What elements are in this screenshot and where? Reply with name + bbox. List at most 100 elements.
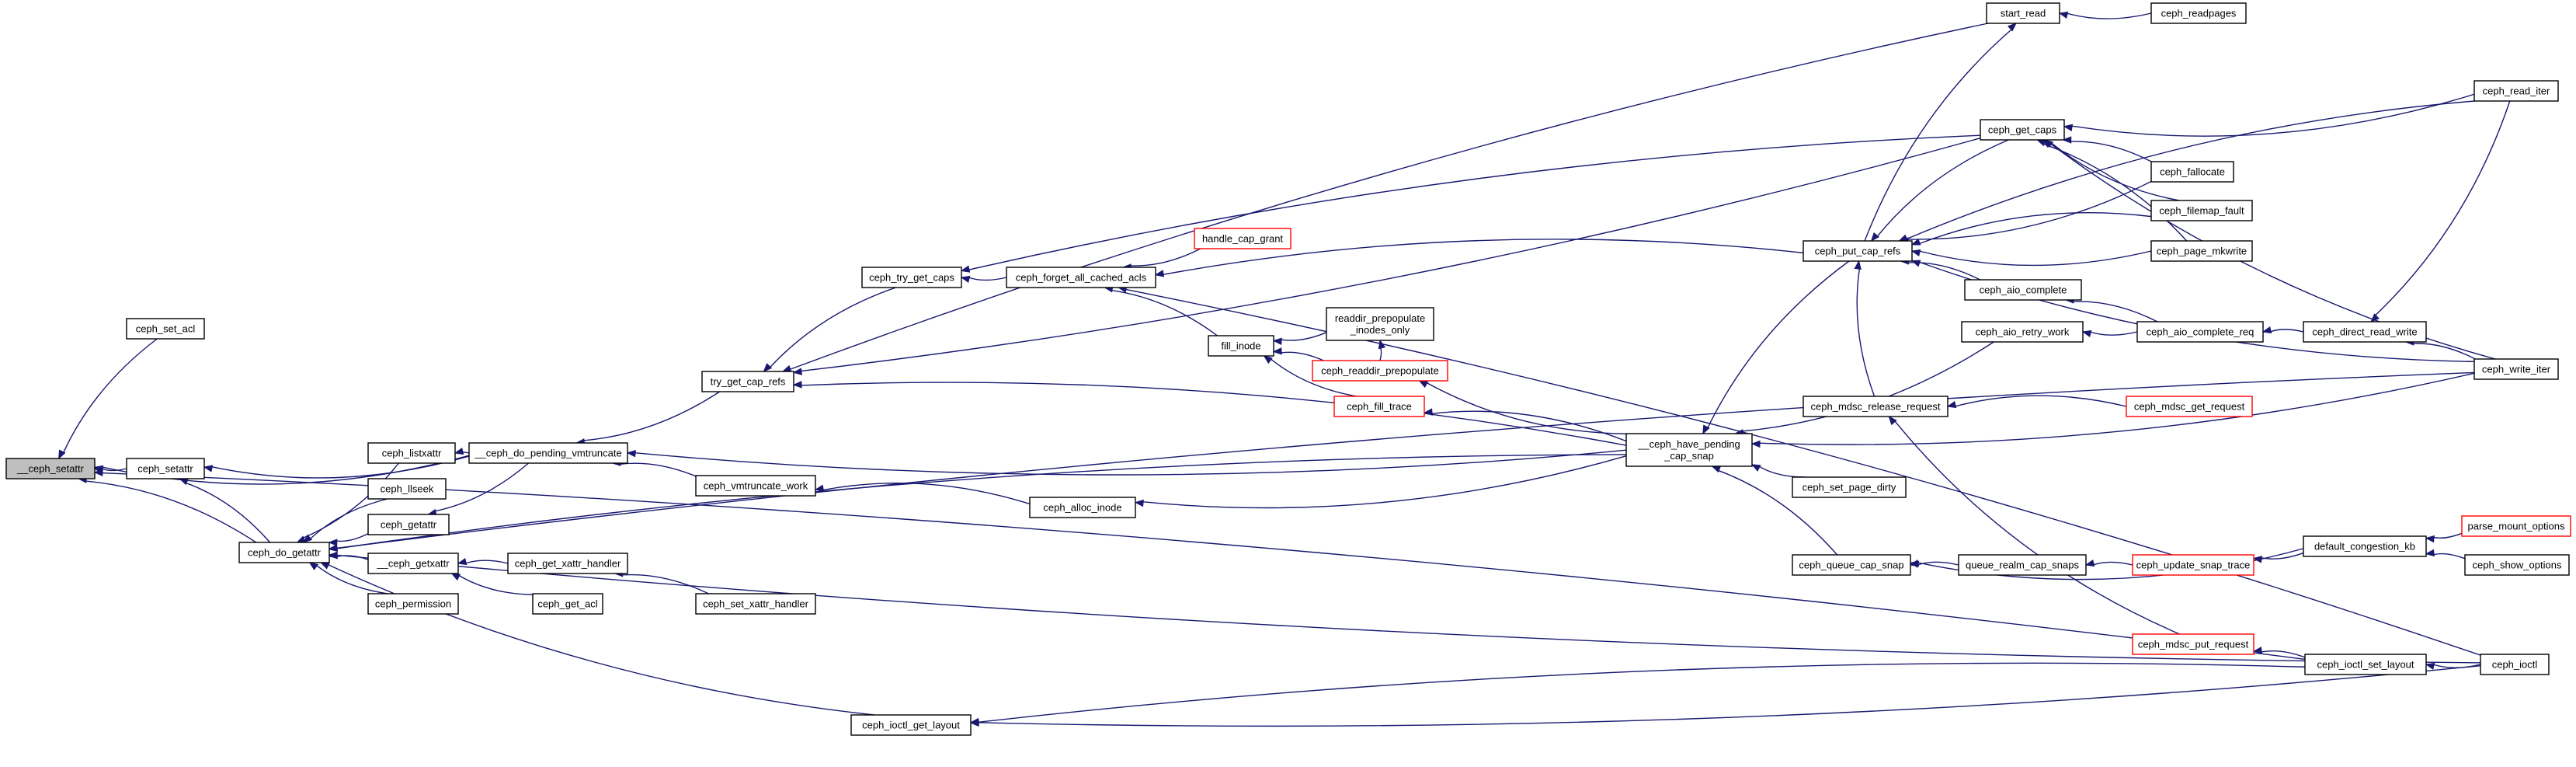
call-edge [328, 533, 369, 546]
call-edge [2084, 559, 2133, 567]
node-label: ceph_read_iter [2483, 85, 2550, 97]
node-ceph-permission[interactable]: ceph_permission [367, 593, 459, 615]
node-ceph-page-mkwrite[interactable]: ceph_page_mkwrite [2150, 240, 2253, 262]
node-ceph-show-options[interactable]: ceph_show_options [2464, 554, 2570, 576]
node-ceph-filemap-fault[interactable]: ceph_filemap_fault [2150, 200, 2253, 221]
node-ceph-put-cap-refs[interactable]: ceph_put_cap_refs [1803, 240, 1913, 262]
node-ceph-setattr[interactable]: ceph_setattr [126, 458, 205, 479]
node-default-congestion-kb[interactable]: default_congestion_kb [2303, 535, 2427, 557]
node-ceph-do-pending-vmtruncate[interactable]: __ceph_do_pending_vmtruncate [468, 442, 628, 464]
node-readdir-prepopulate-inodes-only[interactable]: readdir_prepopulate_inodes_only [1326, 307, 1434, 341]
node-try-get-cap-refs[interactable]: try_get_cap_refs [701, 371, 794, 392]
call-edges [58, 11, 2511, 727]
call-edge [328, 371, 2475, 552]
call-edge [814, 483, 1031, 505]
node-ceph-queue-cap-snap[interactable]: ceph_queue_cap_snap [1792, 554, 1911, 576]
node-ceph-readpages[interactable]: ceph_readpages [2150, 2, 2247, 24]
call-edge [1733, 341, 1994, 437]
node-label: ceph_vmtruncate_work [704, 480, 808, 492]
node-ceph-read-iter[interactable]: ceph_read_iter [2473, 80, 2559, 102]
call-edge [2252, 552, 2304, 563]
call-edge [2035, 139, 2188, 242]
node-queue-realm-cap-snaps[interactable]: queue_realm_cap_snaps [1958, 554, 2087, 576]
node-ceph-get-xattr-handler[interactable]: ceph_get_xattr_handler [507, 553, 628, 574]
call-edge [2058, 11, 2152, 19]
node-ceph-ioctl[interactable]: ceph_ioctl [2480, 654, 2550, 675]
node-ceph-update-snap-trace[interactable]: ceph_update_snap_trace [2132, 554, 2254, 576]
node-ceph-getattr[interactable]: ceph_getattr [367, 514, 450, 535]
node-label: ceph_filemap_fault [2159, 205, 2244, 217]
call-edge [1870, 139, 2009, 242]
node-ceph-have-pending-cap-snap[interactable]: __ceph_have_pending_cap_snap [1625, 433, 1753, 467]
node-ceph-do-getattr[interactable]: ceph_do_getattr [238, 542, 330, 563]
node-ceph-llseek[interactable]: ceph_llseek [367, 478, 447, 500]
node-ceph-mdsc-put-request[interactable]: ceph_mdsc_put_request [2132, 633, 2254, 655]
node-label: handle_cap_grant [1202, 233, 1283, 245]
node-label: ceph_mdsc_put_request [2138, 639, 2249, 650]
call-edge [1418, 380, 1627, 434]
node-label: try_get_cap_refs [711, 376, 786, 388]
node-fill-inode[interactable]: fill_inode [1208, 335, 1274, 357]
node-ceph-fallocate[interactable]: ceph_fallocate [2150, 161, 2234, 183]
node-ceph-vmtruncate-work[interactable]: ceph_vmtruncate_work [695, 475, 816, 497]
call-edge [1272, 332, 1327, 345]
call-edge [320, 562, 874, 716]
call-edge [1864, 23, 2017, 242]
node-label: __ceph_getxattr [376, 558, 450, 570]
node-ceph-write-iter[interactable]: ceph_write_iter [2473, 358, 2559, 380]
call-edge [1854, 260, 1876, 397]
node-ceph-ioctl-get-layout[interactable]: ceph_ioctl_get_layout [850, 714, 972, 736]
node-ceph-aio-retry-work[interactable]: ceph_aio_retry_work [1961, 321, 2084, 343]
node-ceph-set-page-dirty[interactable]: ceph_set_page_dirty [1792, 476, 1907, 498]
node-ceph-forget-all-cached-acls[interactable]: ceph_forget_all_cached_acls [1006, 267, 1156, 288]
call-edge [969, 664, 2481, 727]
call-edge [2081, 329, 2138, 338]
node-parse-mount-options[interactable]: parse_mount_options [2461, 515, 2571, 537]
call-edge [203, 455, 470, 479]
node-ceph-mdsc-get-request[interactable]: ceph_mdsc_get_request [2126, 396, 2253, 417]
node-label: start_read [2001, 8, 2046, 19]
call-edge [1946, 395, 2127, 409]
call-edge [1263, 355, 1357, 397]
node-label: ceph_show_options [2473, 560, 2562, 571]
call-edge [763, 287, 896, 372]
node-label: ceph_get_xattr_handler [515, 558, 621, 570]
call-edge [1423, 408, 1627, 442]
call-edge [2063, 93, 2475, 137]
node-label: __ceph_have_pending_cap_snap [1637, 438, 1740, 462]
node-start-read[interactable]: start_read [1986, 2, 2060, 24]
call-edge [58, 338, 158, 460]
call-edge [1888, 415, 2180, 635]
node-ceph-aio-complete-req[interactable]: ceph_aio_complete_req [2136, 321, 2264, 343]
call-edge [2425, 532, 2463, 543]
node-ceph-ioctl-set-layout[interactable]: ceph_ioctl_set_layout [2304, 654, 2427, 675]
node-label: ceph_getattr [381, 519, 437, 531]
node-ceph-set-xattr-handler[interactable]: ceph_set_xattr_handler [695, 593, 816, 615]
node-ceph-get-acl[interactable]: ceph_get_acl [532, 593, 603, 615]
node-label: ceph_forget_all_cached_acls [1016, 272, 1147, 284]
node-ceph-setattr-root[interactable]: __ceph_setattr [5, 458, 96, 479]
node-ceph-mdsc-release-request[interactable]: ceph_mdsc_release_request [1803, 396, 1949, 417]
node-ceph-set-acl[interactable]: ceph_set_acl [126, 318, 205, 340]
node-ceph-getxattr-private[interactable]: __ceph_getxattr [367, 553, 459, 574]
call-edge [1104, 285, 1218, 336]
node-ceph-aio-complete[interactable]: ceph_aio_complete [1964, 279, 2082, 301]
call-edge [179, 478, 271, 543]
node-label: ceph_readdir_prepopulate [1321, 365, 1439, 377]
node-handle-cap-grant[interactable]: handle_cap_grant [1194, 228, 1291, 249]
node-label: ceph_set_xattr_handler [703, 598, 809, 610]
call-edge [2370, 100, 2511, 322]
node-ceph-fill-trace[interactable]: ceph_fill_trace [1333, 396, 1425, 417]
node-label: ceph_listxattr [382, 448, 442, 459]
node-ceph-direct-read-write[interactable]: ceph_direct_read_write [2303, 321, 2427, 343]
node-label: ceph_setattr [137, 463, 193, 475]
node-label: ceph_try_get_caps [869, 272, 954, 284]
call-edge [2252, 647, 2306, 658]
node-label: ceph_aio_complete_req [2147, 326, 2254, 338]
node-ceph-readdir-prepopulate[interactable]: ceph_readdir_prepopulate [1312, 360, 1448, 382]
node-ceph-listxattr[interactable]: ceph_listxattr [367, 442, 456, 464]
node-ceph-try-get-caps[interactable]: ceph_try_get_caps [861, 267, 962, 288]
node-ceph-get-caps[interactable]: ceph_get_caps [1980, 119, 2065, 141]
node-ceph-alloc-inode[interactable]: ceph_alloc_inode [1029, 497, 1136, 518]
node-label: fill_inode [1221, 340, 1260, 352]
